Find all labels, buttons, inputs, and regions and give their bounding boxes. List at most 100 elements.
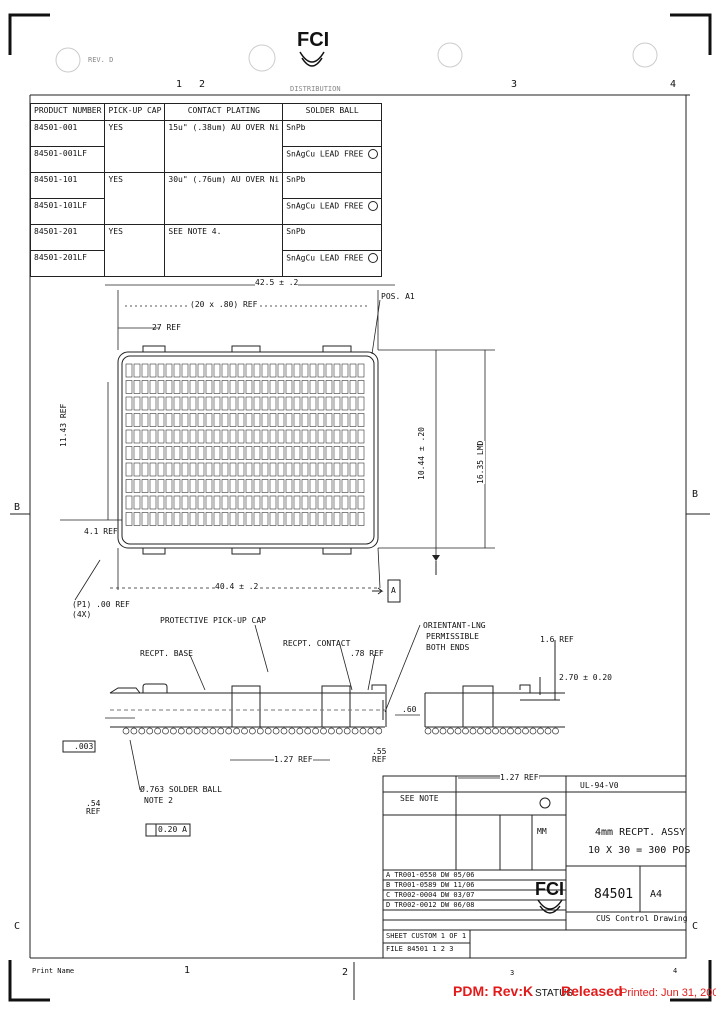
grid-contact <box>205 479 213 493</box>
grid-contact <box>317 380 325 394</box>
grid-contact <box>229 363 237 378</box>
grid-contact <box>213 363 221 378</box>
grid-contact <box>285 479 293 493</box>
grid-contact <box>293 479 301 493</box>
grid-contact <box>221 446 229 460</box>
grid-contact <box>141 380 149 394</box>
grid-contact <box>213 495 221 510</box>
grid-contact <box>221 396 229 411</box>
tolerance-box: 0.20 A <box>158 825 187 834</box>
solder-ball <box>454 727 462 735</box>
dim-top-width: 42.5 ± .2 <box>255 278 299 287</box>
solder-ball <box>146 727 154 735</box>
dim-16: 1.6 REF <box>540 635 574 644</box>
grid-contact <box>173 380 181 394</box>
dim-pos-ref: (P1) .00 REF (4X) <box>72 600 130 619</box>
rev-label: REV. D <box>88 56 114 64</box>
dim-78: .78 REF <box>350 649 384 658</box>
solder-ball <box>552 727 559 735</box>
grid-contact <box>213 429 221 444</box>
grid-contact <box>309 380 317 394</box>
grid-contact <box>213 446 221 460</box>
grid-contact <box>261 380 269 394</box>
solder-ball <box>351 727 359 735</box>
solder-ball <box>288 727 296 735</box>
grid-contact <box>309 462 317 477</box>
grid-contact <box>165 495 173 510</box>
grid-contact <box>181 495 189 510</box>
grid-contact <box>221 363 229 378</box>
grid-contact <box>189 512 197 526</box>
ball-value: SnPb <box>282 224 383 251</box>
product-table: PRODUCT NUMBER PICK-UP CAP CONTACT PLATI… <box>29 103 383 277</box>
grid-contact <box>237 363 245 378</box>
grid-contact <box>357 396 365 411</box>
grid-contact <box>125 446 133 460</box>
grid-contact <box>157 479 165 493</box>
solder-ball <box>201 727 209 735</box>
grid-contact <box>197 495 205 510</box>
grid-contact <box>205 429 213 444</box>
grid-contact <box>149 413 157 427</box>
grid-contact <box>165 413 173 427</box>
grid-contact <box>245 495 253 510</box>
grid-contact <box>189 462 197 477</box>
grid-contact <box>173 512 181 526</box>
solder-ball <box>296 727 304 735</box>
table-row: 84501-201LF SnAgCu LEAD FREE <box>29 250 383 277</box>
grid-contact <box>309 413 317 427</box>
product-number: 84501-101LF <box>29 198 106 225</box>
grid-contact <box>325 446 333 460</box>
grid-contact <box>277 512 285 526</box>
grid-contact <box>141 512 149 526</box>
grid-contact <box>325 380 333 394</box>
grid-contact <box>253 512 261 526</box>
dim-60: .60 <box>402 705 417 714</box>
grid-contact <box>357 380 365 394</box>
solder-ball <box>241 727 248 735</box>
grid-contact <box>197 380 205 394</box>
grid-contact <box>293 462 301 477</box>
ball-grid <box>125 363 365 526</box>
dim-pitch-127: 1.27 REF <box>274 755 313 764</box>
grid-contact <box>141 462 149 477</box>
grid-contact <box>301 462 309 477</box>
grid-contact <box>349 479 357 493</box>
label-orient-2: PERMISSIBLE <box>426 632 479 641</box>
footer-zone-4: 4 <box>673 967 678 975</box>
grid-contact <box>317 512 325 526</box>
grid-contact <box>261 446 269 460</box>
grid-contact <box>125 479 133 493</box>
grid-contact <box>197 479 205 493</box>
units: MM <box>537 827 547 836</box>
solder-ball <box>484 727 492 735</box>
zone-number-4: 4 <box>670 79 677 90</box>
rev-row: A TR001-0550 DW 05/06 <box>386 871 475 879</box>
grid-contact <box>317 462 325 477</box>
grid-contact <box>253 363 261 378</box>
solder-ball <box>233 727 240 735</box>
product-number: 84501-201 <box>29 224 106 251</box>
grid-contact <box>173 495 181 510</box>
grid-contact <box>309 512 317 526</box>
grid-contact <box>293 429 301 444</box>
grid-contact <box>165 429 173 444</box>
grid-contact <box>237 380 245 394</box>
grid-contact <box>325 495 333 510</box>
datum-a: A <box>391 586 396 595</box>
grid-contact <box>133 479 141 493</box>
grid-contact <box>149 462 157 477</box>
dim-right-height-1: 10.44 ± .20 <box>417 427 426 480</box>
plating-value: SEE NOTE 4. <box>164 224 284 277</box>
grid-contact <box>245 380 253 394</box>
ball-value: SnPb <box>282 172 383 199</box>
grid-contact <box>333 396 341 411</box>
grid-contact <box>149 495 157 510</box>
grid-contact <box>149 396 157 411</box>
solder-ball <box>367 727 375 735</box>
grid-contact <box>317 479 325 493</box>
zone-number-3: 3 <box>511 79 518 90</box>
grid-contact <box>253 380 261 394</box>
grid-contact <box>125 363 133 378</box>
grid-contact <box>133 512 141 526</box>
